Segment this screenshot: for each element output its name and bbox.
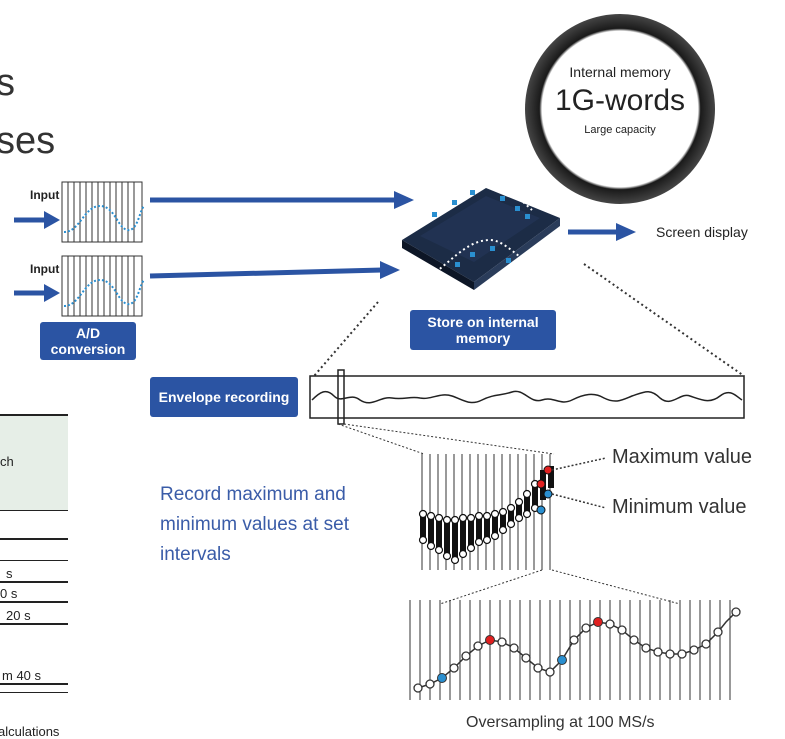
memory-chip bbox=[402, 178, 560, 290]
minimum-value-label: Minimum value bbox=[612, 496, 747, 518]
min-max-detail bbox=[418, 454, 554, 570]
input-arrow-2 bbox=[14, 284, 60, 302]
store-memory-label: Store on internal memory bbox=[410, 310, 556, 350]
sampling-grid-2 bbox=[61, 255, 145, 317]
ad-conversion-label: A/D conversion bbox=[40, 322, 136, 360]
arrow-to-screen bbox=[568, 223, 636, 241]
heading-line-1: s bbox=[0, 62, 15, 104]
table-rule bbox=[0, 538, 68, 540]
arrow-to-memory-1 bbox=[150, 191, 414, 209]
oversampling-graph bbox=[409, 600, 741, 700]
memory-badge bbox=[525, 14, 715, 204]
input-label-1: Input bbox=[30, 188, 60, 202]
table-rule bbox=[0, 692, 68, 693]
table-row: m 40 s bbox=[0, 668, 68, 685]
table-row: s bbox=[0, 566, 68, 583]
sampling-grid-1 bbox=[61, 181, 145, 243]
table-header-text: ch bbox=[0, 454, 14, 469]
envelope-waveform bbox=[309, 369, 745, 425]
maximum-value-label: Maximum value bbox=[612, 446, 753, 468]
table-row: 20 s bbox=[0, 608, 68, 625]
envelope-label: Envelope recording bbox=[150, 377, 298, 417]
table-header-cell bbox=[0, 414, 68, 511]
table-row: 0 s bbox=[0, 586, 68, 603]
memory-badge-value: 1G-words bbox=[554, 84, 686, 117]
input-label-2: Input bbox=[30, 262, 60, 276]
input-arrow-1 bbox=[14, 211, 60, 229]
oversampling-caption: Oversampling at 100 MS/s bbox=[466, 714, 655, 731]
record-description: Record maximum and minimum values at set… bbox=[160, 484, 350, 565]
table-rule bbox=[0, 560, 68, 561]
screen-display-label: Screen display bbox=[656, 224, 748, 240]
memory-badge-label: Internal memory bbox=[569, 64, 671, 80]
partial-table: ch s 0 s 20 s m 40 s bbox=[0, 414, 68, 704]
table-footnote: alculations bbox=[0, 724, 60, 739]
arrow-to-memory-2 bbox=[149, 261, 400, 279]
heading-line-2: ses bbox=[0, 120, 56, 162]
memory-badge-sub: Large capacity bbox=[584, 124, 656, 136]
